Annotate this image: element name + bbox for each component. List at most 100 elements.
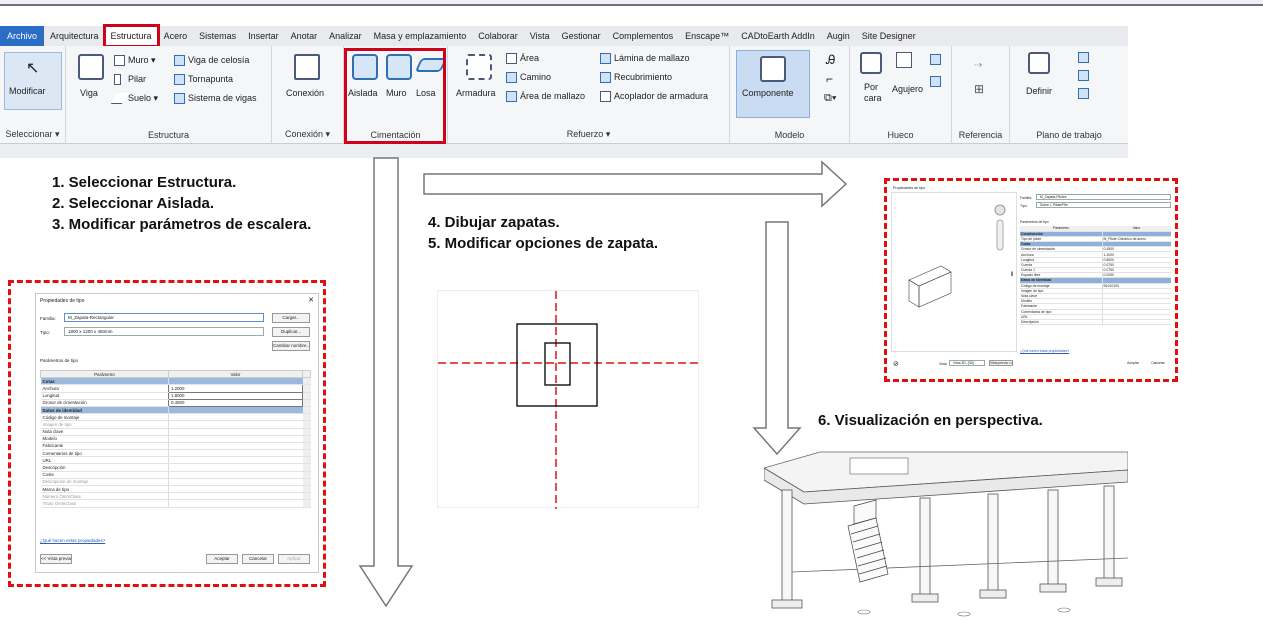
show-workplane-icon[interactable]: [1078, 52, 1089, 63]
type-select[interactable]: 1800 x 1200 x 450mm: [64, 327, 264, 336]
param-value[interactable]: 1.2000: [1101, 251, 1171, 258]
grid-icon[interactable]: ⊞: [974, 82, 985, 96]
table-row[interactable]: Coste: [40, 471, 311, 479]
table-row[interactable]: Código de montaje: [40, 413, 311, 422]
table-row[interactable]: Nota clave: [1020, 293, 1171, 300]
wall-opening-icon[interactable]: [930, 54, 941, 65]
table-row[interactable]: Título OmniClass: [40, 499, 311, 508]
model-line-icon[interactable]: ⌐: [826, 72, 834, 86]
isolated-footing-button[interactable]: Aislada: [348, 88, 378, 98]
dialog2-cancel-button[interactable]: Cancelar: [1147, 360, 1169, 366]
param-value[interactable]: [168, 435, 303, 443]
table-row[interactable]: Descripción: [1020, 319, 1171, 326]
wall-footing-button[interactable]: Muro: [386, 88, 407, 98]
floor-button[interactable]: Suelo ▾: [128, 93, 159, 103]
table-row[interactable]: Modelo: [40, 435, 311, 443]
connection-button[interactable]: Conexión: [286, 88, 325, 98]
path-button[interactable]: Camino: [520, 72, 552, 82]
param-value[interactable]: [168, 492, 303, 501]
tab-cadtoearth-addin[interactable]: CADtoEarth AddIn: [741, 31, 815, 41]
param-value[interactable]: [1101, 293, 1171, 300]
tab-vista[interactable]: Vista: [529, 31, 550, 41]
tab-colaborar[interactable]: Colaborar: [478, 31, 518, 41]
fabric-area-button[interactable]: Área de mallazo: [520, 91, 586, 101]
tab-arquitectura[interactable]: Arquitectura: [50, 31, 99, 41]
param-value[interactable]: [1101, 319, 1171, 326]
tab-complementos[interactable]: Complementos: [612, 31, 674, 41]
tab-enscape-[interactable]: Enscape™: [685, 31, 730, 41]
properties-help-link[interactable]: ¿Qué hacen estas propiedades?: [40, 538, 106, 543]
param-value[interactable]: [168, 463, 303, 472]
viewer-icon[interactable]: [1078, 88, 1089, 99]
slab-button[interactable]: Losa: [416, 88, 436, 98]
tab-masa-y-emplazamiento[interactable]: Masa y emplazamiento: [373, 31, 467, 41]
tab-anotar[interactable]: Anotar: [290, 31, 318, 41]
beam-button[interactable]: Viga: [80, 88, 98, 98]
param-value[interactable]: 0.4500: [1101, 246, 1171, 253]
param-value[interactable]: [168, 485, 303, 494]
param-value[interactable]: [1101, 309, 1171, 315]
apply-button[interactable]: Aplicar: [278, 554, 310, 564]
param-value[interactable]: [1101, 303, 1171, 310]
family-select[interactable]: M_Zapata-Rectangular: [64, 313, 264, 322]
modify-button[interactable]: [4, 52, 62, 110]
panel-title-seleccionar[interactable]: Seleccionar ▾: [5, 129, 60, 139]
param-value[interactable]: 0.0750: [1101, 267, 1171, 274]
table-row[interactable]: Fabricante: [40, 442, 311, 451]
rename-button[interactable]: Cambiar nombre...: [272, 341, 310, 351]
param-value[interactable]: M_Pilote Cilíndrico de acero: [1101, 236, 1171, 243]
tab-site-designer[interactable]: Site Designer: [861, 31, 916, 41]
table-row[interactable]: Comentarios de tipo: [40, 449, 311, 458]
panel-title-conexion[interactable]: Conexión ▾: [284, 129, 331, 139]
coupler-button[interactable]: Acoplador de armadura: [614, 91, 709, 101]
vertical-opening-icon[interactable]: [930, 76, 941, 87]
param-value[interactable]: [168, 420, 303, 429]
param-value[interactable]: B1010100: [1101, 283, 1171, 289]
table-row[interactable]: Comentarios de tipo: [1020, 309, 1171, 315]
table-row[interactable]: Cotas: [40, 377, 311, 386]
tab-estructura[interactable]: Estructura: [102, 24, 160, 48]
preview-button[interactable]: << Vista previa: [40, 554, 72, 564]
param-value[interactable]: [168, 413, 303, 422]
dialog2-preview-button[interactable]: Vista previa >>: [989, 360, 1013, 366]
table-row[interactable]: Número OmniClass: [40, 492, 311, 501]
param-value[interactable]: 0.0250: [1101, 272, 1171, 279]
table-row[interactable]: Imagen de tipo: [1020, 288, 1171, 294]
model-group-icon[interactable]: ⧉▾: [824, 92, 837, 104]
table-row[interactable]: Datos de identidad: [1020, 277, 1171, 284]
param-value[interactable]: 0.0750: [1101, 262, 1171, 269]
tab-sistemas[interactable]: Sistemas: [199, 31, 237, 41]
table-row[interactable]: Cotas: [1020, 241, 1171, 248]
wall-button[interactable]: Muro ▾: [128, 55, 156, 65]
close-icon[interactable]: ✕: [308, 297, 314, 304]
table-row[interactable]: Fabricante: [1020, 303, 1171, 310]
cover-button[interactable]: Recubrimiento: [614, 72, 673, 82]
dialog2-view-select[interactable]: Vista 3D: {3D}: [949, 360, 985, 366]
duplicate-button[interactable]: Duplicar...: [272, 327, 310, 337]
dialog2-type-select[interactable]: Sobre 1 Pilote/Pile: [1036, 202, 1171, 208]
tab-insertar[interactable]: Insertar: [248, 31, 279, 41]
dialog2-family-select[interactable]: M_Zapata-Pilotes: [1036, 194, 1171, 200]
param-value[interactable]: [168, 442, 303, 451]
table-row[interactable]: URL: [1020, 314, 1171, 320]
param-value[interactable]: [168, 449, 303, 458]
param-value[interactable]: [168, 456, 303, 465]
fabric-sheet-button[interactable]: Lámina de mallazo: [614, 53, 690, 63]
model-text-icon[interactable]: Ꭿ: [826, 52, 836, 67]
shaft-button[interactable]: Agujero: [892, 84, 924, 94]
area-button[interactable]: Área: [520, 53, 540, 63]
set-workplane-button[interactable]: Definir: [1026, 86, 1053, 96]
table-row[interactable]: Marca de tipo: [40, 485, 311, 494]
dialog2-accept-button[interactable]: Aceptar: [1123, 360, 1143, 366]
table-row[interactable]: Modelo: [1020, 298, 1171, 305]
tab-archivo[interactable]: Archivo: [0, 26, 45, 46]
param-value[interactable]: [168, 478, 303, 487]
truss-button[interactable]: Viga de celosía: [188, 55, 250, 65]
dialog2-help-link[interactable]: ¿Qué hacen estas propiedades?: [1020, 349, 1070, 353]
